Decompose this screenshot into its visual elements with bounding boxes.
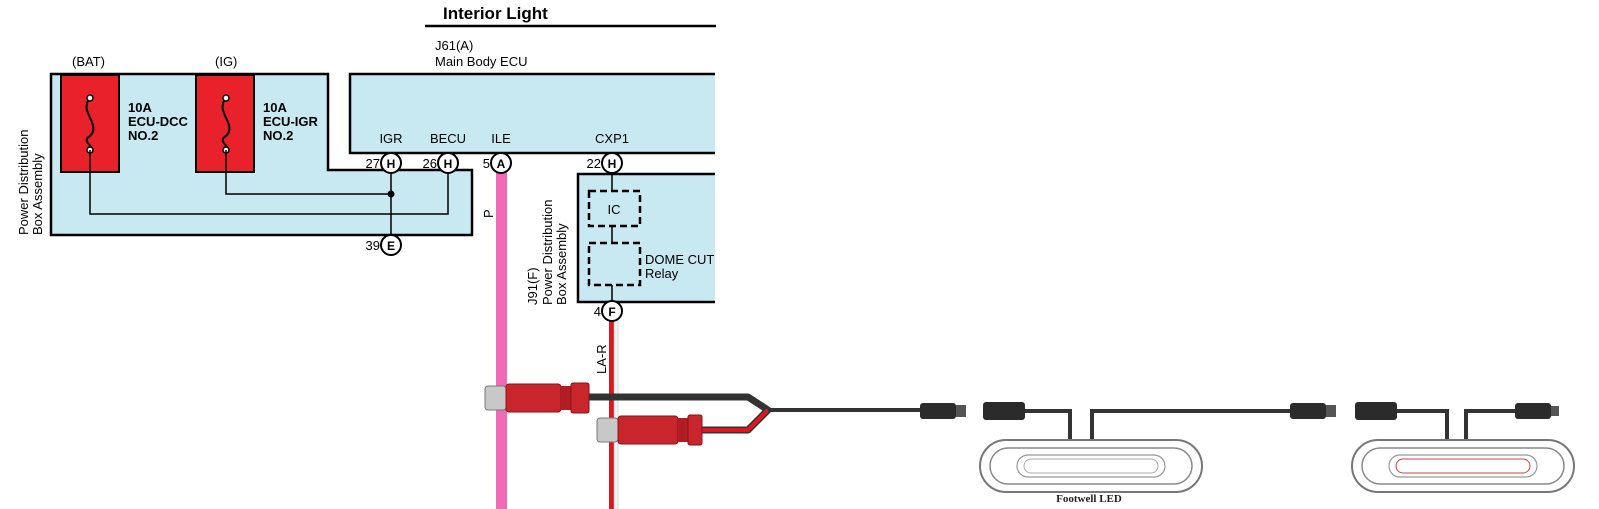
inline-connector-1 [920, 402, 1025, 420]
pink-wire-color-code: P [481, 209, 496, 218]
fuse2-name-2: NO.2 [263, 128, 293, 143]
pin-becu-number: 26 [423, 156, 437, 171]
pin-out-number: 4 [594, 304, 601, 319]
inline-connector-2 [1290, 402, 1397, 420]
ic-label: IC [608, 202, 621, 217]
relay-label-2: Relay [645, 266, 679, 281]
main-body-ecu: J61(A) Main Body ECU IGR BECU ILE CXP1 [348, 38, 715, 155]
ground-pin: 39 E [366, 234, 402, 256]
pin-igr-connector: H [387, 157, 396, 171]
pin-becu: 26 H [423, 152, 459, 174]
ecu-connector-code: J61(A) [435, 38, 473, 53]
red-wire-tracer [613, 319, 619, 509]
ground-pin-number: 39 [366, 238, 380, 253]
pin-out-connector: F [608, 305, 615, 319]
fuse1-name-2: NO.2 [128, 128, 158, 143]
pin-ile: 5 [483, 156, 490, 171]
tap-connector-bottom [596, 414, 703, 446]
fuse1-rating: 10A [128, 100, 152, 115]
pink-wire [496, 170, 507, 509]
red-wire-color-code: LA-R [594, 344, 609, 374]
tap-connector-top [484, 382, 590, 414]
pin-igr: 27 H [366, 152, 402, 174]
red-cable [680, 408, 770, 432]
fuse1-name: ECU-DCC [128, 114, 189, 129]
right-box-label-2: Box Assembly [554, 223, 569, 305]
pin-ile-connector: A [497, 157, 506, 171]
pin-cxp1: 22 H [587, 152, 623, 174]
power-distribution-box-right: IC DOME CUT Relay [576, 172, 715, 304]
pin-igr-number: 27 [366, 156, 380, 171]
terminal-ile-label: ILE [491, 131, 511, 146]
fuse2-supply-label: (IG) [215, 54, 237, 69]
right-box-label-1: Power Distribution [540, 200, 555, 306]
relay-block [587, 241, 642, 287]
inline-connector-end [1515, 403, 1559, 419]
terminal-cxp1-label: CXP1 [595, 131, 629, 146]
footwell-led-2 [1351, 439, 1575, 493]
fuse1-supply-label: (BAT) [72, 54, 105, 69]
ground-pin-connector: E [387, 239, 395, 253]
ecu-name: Main Body ECU [435, 54, 527, 69]
power-box-left-label-1: Power Distribution [16, 130, 31, 236]
pin-cxp1-number: 22 [587, 156, 601, 171]
power-box-left-label-2: Box Assembly [30, 153, 45, 235]
ic-block [587, 189, 642, 228]
fuse2-icon [195, 74, 255, 173]
footwell-led-1 [979, 439, 1203, 493]
relay-label: DOME CUT [645, 252, 714, 267]
terminal-igr-label: IGR [379, 131, 402, 146]
terminal-becu-label: BECU [430, 131, 466, 146]
right-box-connector-code: J91(F) [525, 267, 540, 305]
red-wire [609, 320, 614, 509]
led-caption: Footwell LED [1056, 493, 1122, 505]
fuse2-name: ECU-IGR [263, 114, 319, 129]
power-distribution-box-left: Power Distribution Box Assembly (BAT) 10… [16, 54, 474, 237]
pin-out: 4 F [594, 300, 623, 322]
pin-cxp1-connector: H [608, 157, 617, 171]
fuse2-rating: 10A [263, 100, 287, 115]
diagram-title: Interior Light [443, 4, 548, 23]
pin-ile-number: 5 [483, 156, 490, 171]
pin-becu-connector: H [444, 157, 453, 171]
